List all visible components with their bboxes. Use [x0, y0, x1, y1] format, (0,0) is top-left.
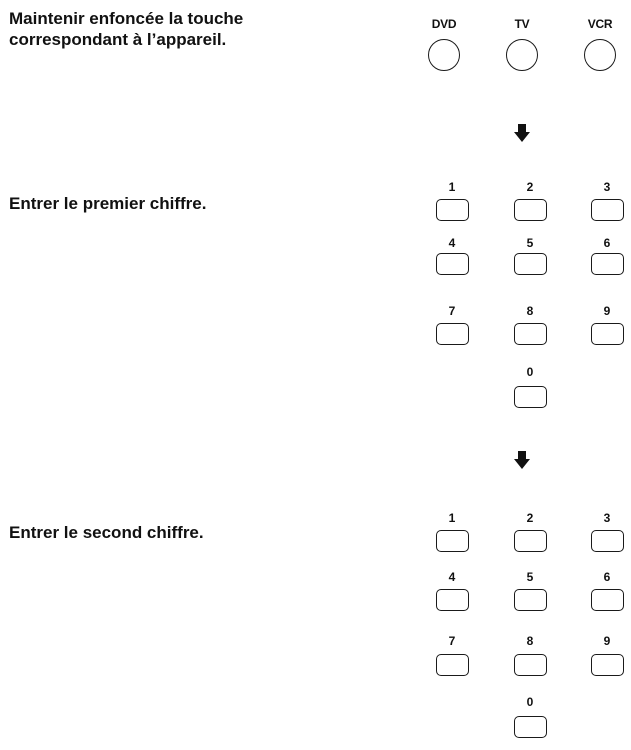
key-label-6: 6: [603, 570, 611, 584]
key-3-button[interactable]: [591, 199, 624, 221]
key-7-button[interactable]: [436, 654, 469, 676]
key-label-7: 7: [448, 304, 456, 318]
key-0-button[interactable]: [514, 716, 547, 738]
key-label-9: 9: [603, 304, 611, 318]
key-1-button[interactable]: [436, 199, 469, 221]
step-hold-device-text: Maintenir enfoncée la touche corresponda…: [9, 9, 244, 49]
key-2-button[interactable]: [514, 530, 547, 552]
key-label-4: 4: [448, 236, 456, 250]
key-5-button[interactable]: [514, 253, 547, 275]
arrow-down-icon: [514, 124, 530, 142]
vcr-button[interactable]: [584, 39, 616, 71]
arrow-down-icon: [514, 451, 530, 469]
key-label-0: 0: [526, 695, 534, 709]
key-label-5: 5: [526, 570, 534, 584]
key-label-2: 2: [526, 180, 534, 194]
key-3-button[interactable]: [591, 530, 624, 552]
key-label-1: 1: [448, 180, 456, 194]
key-label-8: 8: [526, 634, 534, 648]
tv-button[interactable]: [506, 39, 538, 71]
key-label-1: 1: [448, 511, 456, 525]
key-label-5: 5: [526, 236, 534, 250]
key-9-button[interactable]: [591, 323, 624, 345]
device-label-tv: TV: [514, 17, 530, 31]
key-7-button[interactable]: [436, 323, 469, 345]
key-6-button[interactable]: [591, 253, 624, 275]
key-label-7: 7: [448, 634, 456, 648]
device-label-vcr: VCR: [587, 17, 613, 31]
device-label-dvd: DVD: [431, 17, 457, 31]
step-second-digit-text: Entrer le second chiffre.: [9, 523, 204, 542]
key-label-0: 0: [526, 365, 534, 379]
key-label-3: 3: [603, 180, 611, 194]
key-label-2: 2: [526, 511, 534, 525]
step-first-digit-text: Entrer le premier chiffre.: [9, 194, 207, 213]
key-4-button[interactable]: [436, 253, 469, 275]
key-5-button[interactable]: [514, 589, 547, 611]
key-0-button[interactable]: [514, 386, 547, 408]
key-label-8: 8: [526, 304, 534, 318]
key-label-4: 4: [448, 570, 456, 584]
key-2-button[interactable]: [514, 199, 547, 221]
key-label-6: 6: [603, 236, 611, 250]
key-1-button[interactable]: [436, 530, 469, 552]
key-label-3: 3: [603, 511, 611, 525]
dvd-button[interactable]: [428, 39, 460, 71]
key-8-button[interactable]: [514, 323, 547, 345]
key-6-button[interactable]: [591, 589, 624, 611]
key-9-button[interactable]: [591, 654, 624, 676]
key-4-button[interactable]: [436, 589, 469, 611]
key-8-button[interactable]: [514, 654, 547, 676]
key-label-9: 9: [603, 634, 611, 648]
